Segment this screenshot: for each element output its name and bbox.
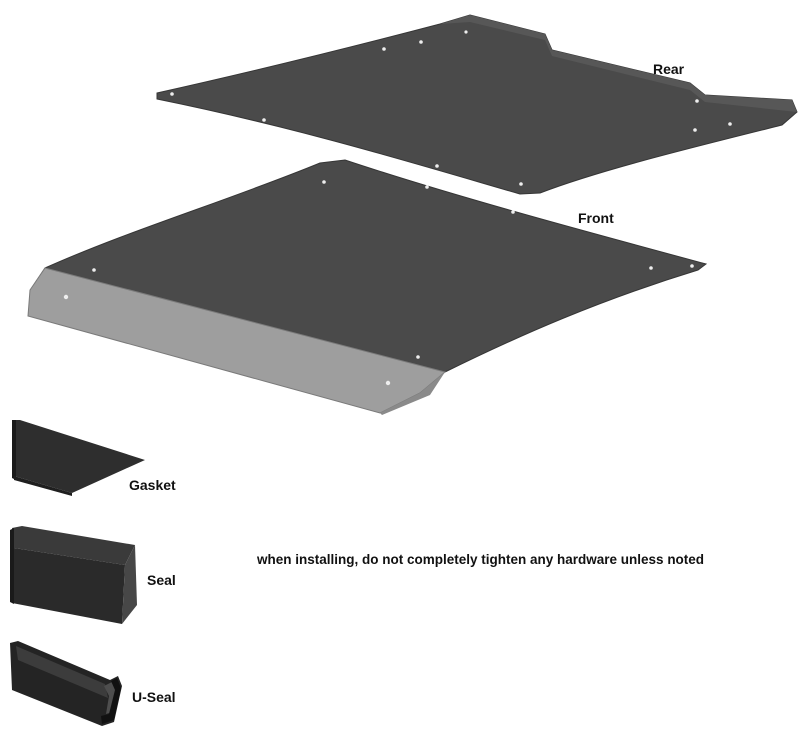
front-label: Front: [578, 210, 614, 226]
seal-end: [122, 545, 137, 624]
seal-strip: [10, 526, 137, 624]
front-panel-flange-shade: [380, 372, 445, 415]
gasket-front-edge: [14, 476, 72, 496]
seal-front: [12, 548, 125, 624]
front-panel-holes: [63, 180, 694, 386]
seal-label: Seal: [147, 572, 176, 588]
gasket-strip: [12, 420, 145, 496]
u-seal-lip: [16, 646, 108, 698]
u-seal-label: U-Seal: [132, 689, 176, 705]
u-seal-channel: [104, 682, 118, 714]
gasket-label: Gasket: [129, 477, 176, 493]
rear-panel-holes: [170, 30, 732, 186]
rear-panel-top-sheen: [440, 15, 797, 112]
gasket-end: [12, 420, 16, 480]
rear-panel: [156, 14, 798, 195]
rear-label: Rear: [653, 61, 685, 77]
seal-left-end: [10, 528, 14, 604]
seal-top: [12, 526, 135, 565]
front-panel: [27, 159, 708, 415]
installation-note: when installing, do not completely tight…: [257, 552, 705, 567]
u-seal-strip: [10, 641, 122, 726]
u-seal-end-profile: [101, 678, 121, 724]
gasket-top: [12, 420, 145, 493]
rear-panel-body: [156, 14, 798, 195]
